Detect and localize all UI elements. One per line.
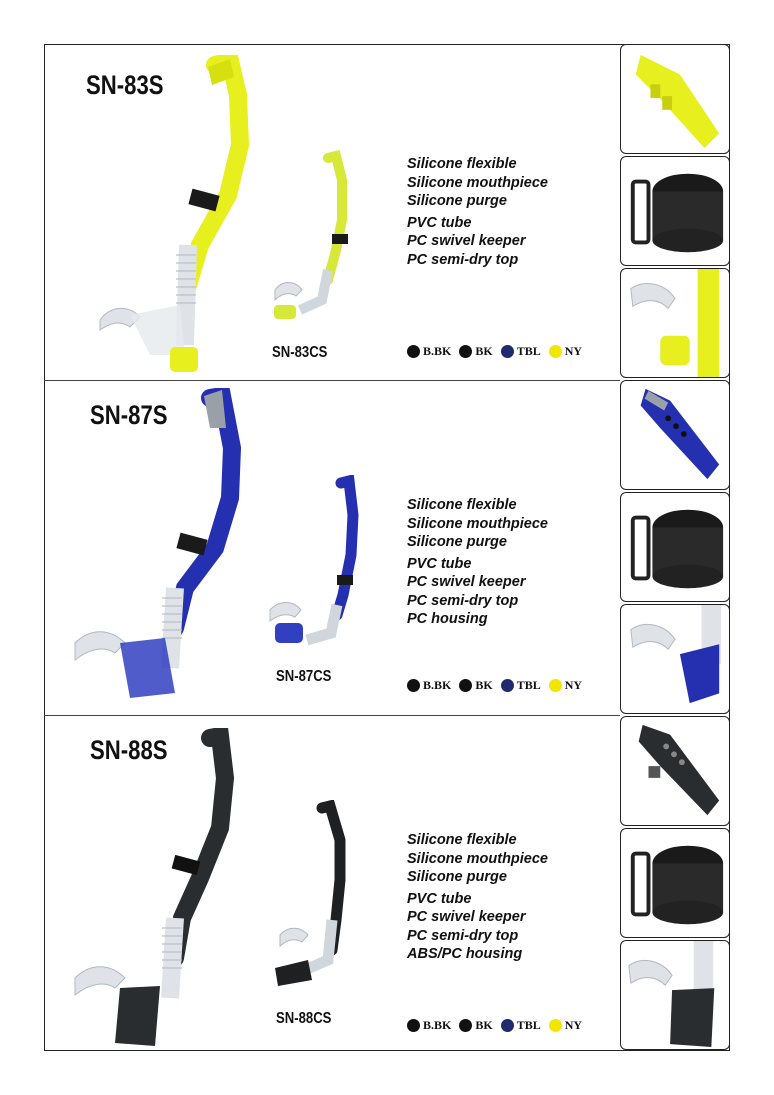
model-title: SN-87S: [90, 400, 168, 430]
compact-snorkel-image: [269, 475, 359, 646]
color-options: B.BK BK TBL NY: [407, 1018, 590, 1033]
feature-item: ABS/PC housing: [407, 946, 523, 962]
color-option: B.BK: [407, 1018, 451, 1033]
color-option: BK: [459, 678, 493, 693]
thumbnail-swivel-keeper: [620, 156, 730, 266]
feature-item: Silicone mouthpiece: [407, 515, 548, 532]
thumbnail-mouthpiece-purge: [620, 268, 730, 378]
compact-model-label: SN-88CS: [276, 1010, 332, 1027]
color-option: B.BK: [407, 678, 451, 693]
feature-item: PVC tube: [407, 555, 472, 572]
color-option: TBL: [500, 678, 541, 693]
color-swatch: [548, 345, 562, 358]
large-snorkel-image: [99, 55, 250, 372]
feature-item: Silicone mouthpiece: [407, 174, 548, 191]
color-swatch: [548, 1019, 562, 1032]
large-snorkel-image: [74, 388, 242, 698]
color-option: B.BK: [407, 344, 451, 359]
thumbnail-semi-dry-top: [620, 716, 730, 826]
feature-item: Silicone flexible: [407, 156, 517, 172]
feature-item: Silicone flexible: [407, 832, 517, 848]
feature-item: PVC tube: [407, 890, 472, 907]
color-option: BK: [459, 1018, 493, 1033]
thumbnail-mouthpiece-purge: [620, 604, 730, 714]
color-swatch: [500, 345, 514, 358]
feature-item: PC semi-dry top: [407, 251, 519, 268]
thumbnail-swivel-keeper: [620, 828, 730, 938]
color-swatch: [459, 679, 473, 692]
feature-list: Silicone flexible Silicone mouthpiece Si…: [407, 496, 548, 629]
thumbnail-mouthpiece-purge: [620, 940, 730, 1050]
feature-list: Silicone flexible Silicone mouthpiece Si…: [407, 155, 548, 269]
compact-snorkel-image: [275, 800, 346, 986]
color-option: TBL: [500, 1018, 541, 1033]
feature-item: PC swivel keeper: [407, 233, 526, 249]
section-divider: [44, 380, 620, 381]
thumbnail-swivel-keeper: [620, 492, 730, 602]
color-option: NY: [548, 678, 582, 693]
color-swatch: [548, 679, 562, 692]
large-snorkel-image: [74, 728, 235, 1046]
color-swatch: [407, 1019, 420, 1032]
compact-snorkel-image: [274, 150, 348, 319]
color-options: B.BK BK TBL NY: [407, 344, 590, 359]
color-option: BK: [459, 344, 493, 359]
color-option: NY: [548, 1018, 582, 1033]
compact-model-label: SN-87CS: [276, 668, 332, 685]
feature-item: Silicone purge: [407, 869, 507, 885]
feature-item: PC semi-dry top: [407, 592, 519, 609]
color-option: NY: [548, 344, 582, 359]
feature-item: PC swivel keeper: [407, 574, 526, 590]
compact-model-label: SN-83CS: [272, 344, 328, 361]
feature-item: PC swivel keeper: [407, 909, 526, 925]
feature-item: Silicone mouthpiece: [407, 850, 548, 867]
feature-item: PC semi-dry top: [407, 927, 519, 944]
feature-item: Silicone purge: [407, 534, 507, 550]
color-swatch: [500, 679, 514, 692]
color-swatch: [459, 1019, 473, 1032]
feature-item: Silicone purge: [407, 193, 507, 209]
section-divider: [44, 715, 620, 716]
model-title: SN-83S: [86, 70, 164, 100]
feature-item: Silicone flexible: [407, 497, 517, 513]
color-swatch: [459, 345, 473, 358]
feature-item: PC housing: [407, 611, 488, 627]
color-swatch: [407, 679, 420, 692]
feature-list: Silicone flexible Silicone mouthpiece Si…: [407, 831, 548, 964]
color-swatch: [407, 345, 420, 358]
feature-item: PVC tube: [407, 214, 472, 231]
thumbnail-semi-dry-top: [620, 44, 730, 154]
color-swatch: [500, 1019, 514, 1032]
color-options: B.BK BK TBL NY: [407, 678, 590, 693]
model-title: SN-88S: [90, 735, 168, 765]
thumbnail-semi-dry-top: [620, 380, 730, 490]
color-option: TBL: [500, 344, 541, 359]
